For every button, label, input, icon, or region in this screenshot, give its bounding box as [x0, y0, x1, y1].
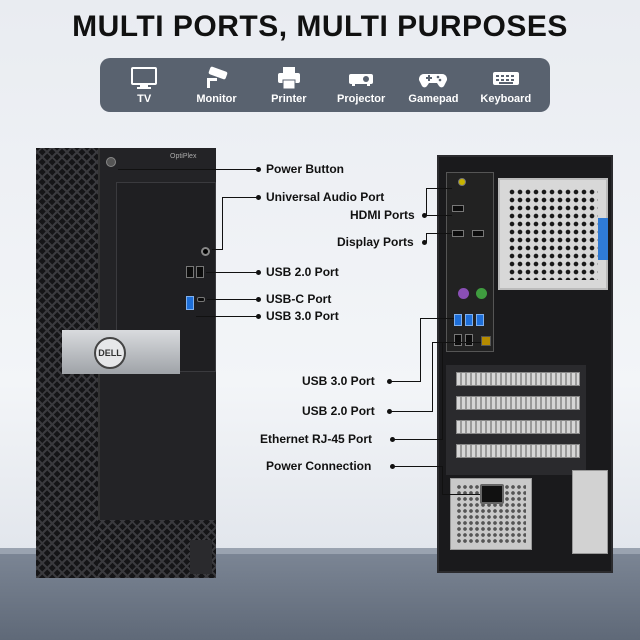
- keyboard-icon: [492, 71, 519, 85]
- callout-line: [393, 439, 442, 440]
- model-brand: OptiPlex: [170, 153, 197, 160]
- tower-front-view: [36, 148, 216, 578]
- rear-usb3-port-2: [465, 314, 473, 326]
- label-rear-usb2-port: USB 2.0 Port: [302, 404, 375, 418]
- blue-latch: [598, 218, 608, 260]
- expansion-slot: [456, 396, 580, 410]
- fan-grille-pattern: [508, 188, 598, 280]
- label-power-button: Power Button: [266, 162, 344, 176]
- tower-foot: [190, 540, 212, 574]
- use-item-keyboard: Keyboard: [471, 66, 541, 105]
- dell-logo: DELL: [94, 337, 126, 369]
- use-item-gamepad: Gamepad: [398, 66, 468, 105]
- label-display-ports: Display Ports: [337, 235, 414, 249]
- label-hdmi-ports: HDMI Ports: [350, 208, 415, 222]
- rear-display-port-1: [452, 230, 464, 237]
- callout-line: [118, 169, 258, 170]
- callout-line: [432, 342, 433, 412]
- callout-line: [426, 188, 427, 215]
- use-label-gamepad: Gamepad: [408, 92, 459, 105]
- callout-line: [390, 381, 420, 382]
- use-label-tv: TV: [137, 92, 152, 105]
- printer-icon: [277, 66, 300, 89]
- callout-dot: [390, 464, 395, 469]
- page-title: MULTI PORTS, MULTI PURPOSES: [72, 10, 568, 43]
- callout-dot: [422, 213, 427, 218]
- callout-dot: [256, 270, 261, 275]
- label-power-connection: Power Connection: [266, 459, 372, 473]
- projector-icon: [349, 73, 374, 86]
- callout-dot: [256, 167, 261, 172]
- side-panel-latch: [572, 470, 608, 554]
- use-label-keyboard: Keyboard: [480, 92, 532, 105]
- callout-dot: [387, 379, 392, 384]
- expansion-slot: [456, 372, 580, 386]
- callout-line: [207, 299, 258, 300]
- rear-display-port-2: [472, 230, 484, 237]
- ps2-keyboard-port: [458, 288, 469, 299]
- callout-line: [442, 342, 443, 440]
- callout-line: [420, 318, 454, 319]
- power-button: [106, 157, 116, 167]
- ps2-mouse-port: [476, 288, 487, 299]
- front-usb2-port-1: [186, 266, 194, 278]
- expansion-slot: [456, 420, 580, 434]
- rear-usb2-port-2: [465, 334, 473, 346]
- use-label-printer: Printer: [271, 92, 307, 105]
- uses-icon-bar: TV Monitor Printer Projector Gamepad: [100, 58, 550, 112]
- rear-usb3-port-1: [454, 314, 462, 326]
- gamepad-icon: [419, 73, 448, 87]
- callout-line: [442, 466, 443, 494]
- callout-line: [196, 316, 258, 317]
- callout-line: [442, 494, 480, 495]
- floor-edge: [0, 548, 640, 554]
- callout-line: [426, 215, 452, 216]
- callout-dot: [390, 437, 395, 442]
- label-front-usb3-port: USB 3.0 Port: [266, 309, 339, 323]
- callout-dot: [256, 195, 261, 200]
- callout-line: [442, 342, 481, 343]
- callout-line: [426, 188, 452, 189]
- rear-audio-jack: [458, 178, 466, 186]
- callout-line: [222, 197, 258, 198]
- use-item-printer: Printer: [254, 66, 324, 105]
- callout-line: [212, 249, 223, 250]
- rear-usb3-port-3: [476, 314, 484, 326]
- label-ethernet-port: Ethernet RJ-45 Port: [260, 432, 373, 446]
- use-item-tv: TV: [109, 66, 179, 105]
- callout-line: [426, 233, 427, 242]
- callout-dot: [256, 297, 261, 302]
- use-item-projector: Projector: [326, 66, 396, 105]
- rear-fan-grille: [498, 178, 608, 290]
- audio-jack: [201, 247, 210, 256]
- label-universal-audio-port: Universal Audio Port: [266, 190, 385, 204]
- callout-line: [426, 233, 452, 234]
- callout-dot: [422, 240, 427, 245]
- front-usb2-port-2: [196, 266, 204, 278]
- front-usbc-port: [197, 297, 205, 302]
- security-camera-icon: [207, 66, 228, 88]
- use-label-monitor: Monitor: [196, 92, 237, 105]
- front-usb3-port: [186, 296, 194, 310]
- rear-usb2-port-1: [454, 334, 462, 346]
- tv-icon: [131, 66, 158, 89]
- rear-hdmi-port: [452, 205, 464, 212]
- label-rear-usb3-port: USB 3.0 Port: [302, 374, 375, 388]
- callout-line: [390, 411, 432, 412]
- ethernet-port: [481, 336, 491, 346]
- callout-line: [222, 197, 223, 249]
- power-socket: [480, 484, 504, 504]
- label-front-usbc-port: USB-C Port: [266, 292, 332, 306]
- use-label-projector: Projector: [336, 92, 386, 105]
- callout-dot: [387, 409, 392, 414]
- use-item-monitor: Monitor: [181, 66, 251, 105]
- expansion-slot: [456, 444, 580, 458]
- callout-dot: [256, 314, 261, 319]
- label-front-usb2-port: USB 2.0 Port: [266, 265, 339, 279]
- callout-line: [420, 318, 421, 382]
- callout-line: [206, 272, 258, 273]
- callout-line: [393, 466, 442, 467]
